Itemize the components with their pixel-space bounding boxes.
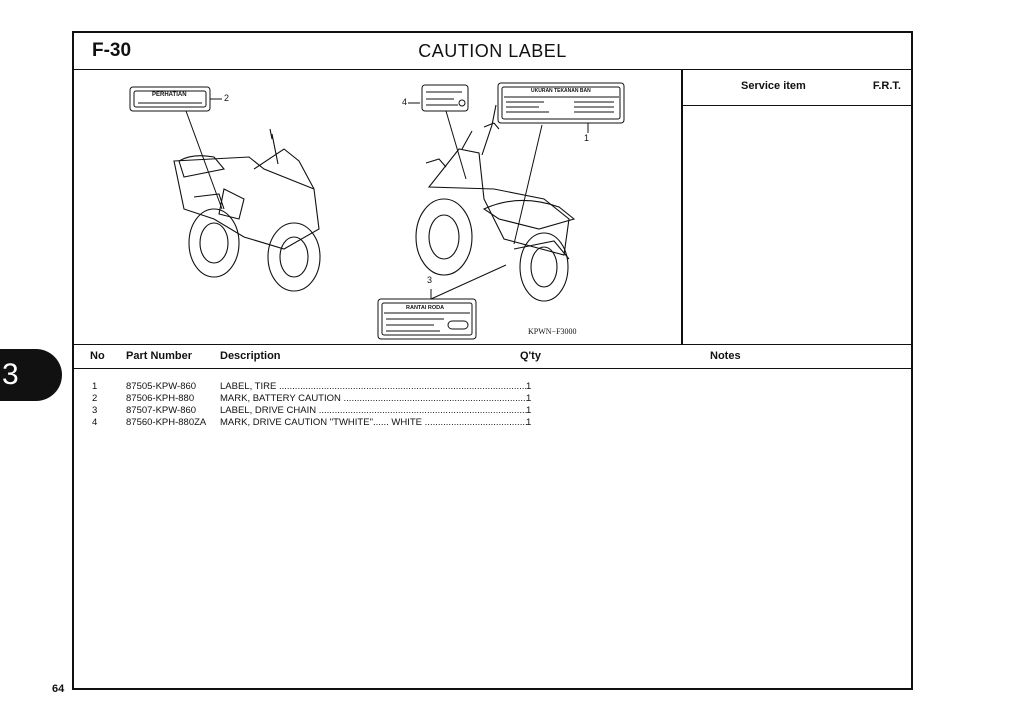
row-no: 4: [92, 417, 98, 428]
label-3-shape: [377, 298, 477, 340]
row-description: MARK, BATTERY CAUTION: [220, 393, 528, 405]
table-row: 4 87560-KPH-880ZA MARK, DRIVE CAUTION "T…: [74, 417, 911, 429]
page-header: F-30 CAUTION LABEL: [74, 33, 911, 70]
section-tab[interactable]: 3: [0, 349, 62, 401]
service-panel: Service item F.R.T.: [683, 69, 913, 345]
row-description: LABEL, TIRE: [220, 381, 528, 393]
row-qty: 1: [526, 417, 532, 428]
illustration-svg: [129, 82, 625, 340]
callout-3: 3: [427, 275, 433, 285]
page-title: CAUTION LABEL: [418, 41, 567, 61]
col-part-number: Part Number: [126, 350, 193, 362]
col-no: No: [90, 350, 105, 362]
row-part-number: 87506-KPH-880: [126, 393, 195, 404]
row-qty: 1: [526, 381, 532, 392]
label-4-shape: [421, 84, 469, 112]
panel-divider: [681, 69, 683, 345]
row-part-number: 87505-KPW-860: [126, 381, 197, 392]
callout-1: 1: [584, 133, 590, 143]
label-3-text: RANTAI RODA: [406, 305, 445, 311]
service-item-label: Service item: [741, 80, 806, 92]
row-part-number: 87507-KPW-860: [126, 405, 197, 416]
label-1-text: UKURAN TEKANAN BAN: [531, 88, 591, 94]
frt-label: F.R.T.: [872, 80, 901, 92]
col-description: Description: [220, 350, 281, 362]
row-qty: 1: [526, 405, 532, 416]
row-no: 3: [92, 405, 98, 416]
label-2-text: PERHATIAN: [152, 92, 187, 98]
parts-table-body: 1 87505-KPW-860 LABEL, TIRE 1 2 87506-KP…: [74, 381, 911, 429]
callout-2: 2: [224, 93, 230, 103]
right-motorcycle-drawing: [415, 104, 576, 302]
col-qty: Q'ty: [520, 350, 541, 362]
section-code: F-30: [92, 40, 132, 61]
callout-4: 4: [402, 97, 408, 107]
row-no: 2: [92, 393, 98, 404]
row-description: LABEL, DRIVE CHAIN: [220, 405, 528, 417]
row-qty: 1: [526, 393, 532, 404]
parts-table-header: No Part Number Description Q'ty Notes: [74, 344, 911, 369]
table-row: 1 87505-KPW-860 LABEL, TIRE 1: [74, 381, 911, 393]
label-1-shape: [497, 82, 625, 124]
table-row: 2 87506-KPH-880 MARK, BATTERY CAUTION 1: [74, 393, 911, 405]
page-frame: F-30 CAUTION LABEL: [72, 31, 913, 690]
parts-illustration: PERHATIAN UKURAN TEKANAN BAN RANTAI RODA…: [74, 69, 682, 345]
row-no: 1: [92, 381, 98, 392]
col-notes: Notes: [710, 350, 741, 362]
left-motorcycle-drawing: [173, 128, 321, 292]
diagram-code: KPWN−F3000: [528, 327, 577, 336]
service-panel-header: Service item F.R.T.: [683, 69, 913, 106]
row-part-number: 87560-KPH-880ZA: [126, 417, 207, 428]
page-number: 64: [52, 683, 65, 695]
table-row: 3 87507-KPW-860 LABEL, DRIVE CHAIN 1: [74, 405, 911, 417]
row-description: MARK, DRIVE CAUTION "TWHITE"...... WHITE: [220, 417, 528, 429]
